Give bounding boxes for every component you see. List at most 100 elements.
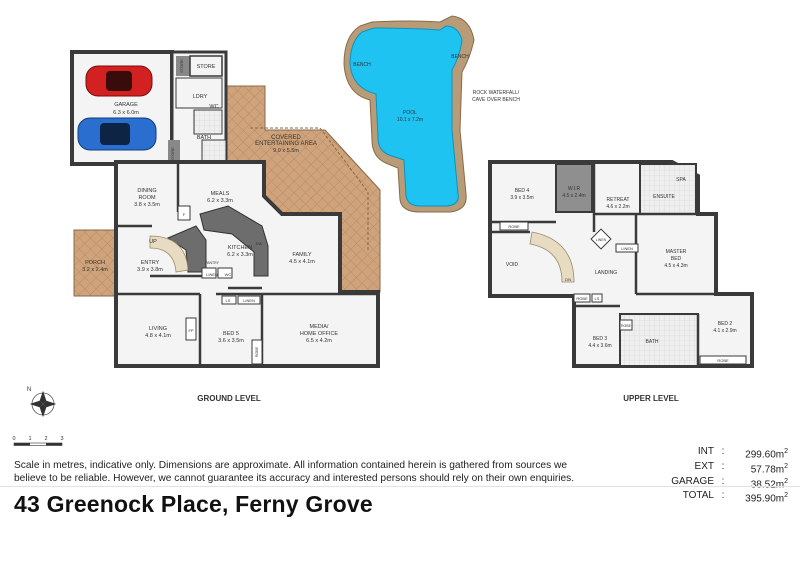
pool-area: BENCH BENCH POOL 10.1 x 7.2m ROCK WATERF…: [343, 15, 520, 213]
area-key: GARAGE: [671, 475, 714, 487]
covered-label: COVERED: [271, 135, 301, 141]
master-label: MASTER: [666, 249, 687, 255]
area-row-total: TOTAL: 395.90m2: [654, 490, 788, 505]
dw-label: DW: [256, 241, 263, 246]
store1-label: STORE: [179, 59, 184, 73]
covered-dim: 9.0 x 5.5m: [273, 148, 299, 154]
area-value: 299.60m2: [745, 448, 788, 461]
upper-level-plan: BED 4 3.9 x 3.5m W.I.R 4.5 x 2.4m RETREA…: [488, 160, 754, 368]
media-label2: HOME OFFICE: [300, 331, 339, 337]
family-label: FAMILY: [292, 252, 311, 258]
wir-room: [555, 163, 593, 213]
meals-label: MEALS: [211, 191, 230, 197]
upper-linen2-label: LINEN: [621, 246, 633, 251]
ground-level-title: GROUND LEVEL: [197, 394, 261, 403]
entry-label: ENTRY: [141, 260, 160, 266]
ground-level-plan: GARAGE 6.3 x 6.0m STORE STORE LDRY WC BA…: [70, 50, 381, 368]
porch-deck: [73, 229, 117, 297]
store2-label: STORE: [197, 64, 216, 70]
area-value: 395.90m2: [745, 492, 788, 505]
stairs-up-label: UP: [149, 239, 157, 245]
dining-label: DINING: [137, 188, 156, 194]
area-key: EXT: [694, 460, 714, 472]
covered-label2: ENTERTAINING AREA: [255, 141, 317, 147]
area-key: INT: [697, 446, 714, 457]
compass-icon: [29, 390, 57, 418]
disclaimer-text: Scale in metres, indicative only. Dimens…: [14, 460, 575, 484]
spa-label: SPA: [676, 177, 686, 183]
fp-label: FP: [188, 328, 193, 333]
bed3-label: BED 3: [593, 336, 608, 342]
garage-dim: 6.3 x 6.0m: [113, 110, 139, 116]
media-dim: 6.5 x 4.2m: [306, 338, 332, 344]
bed5-dim: 3.6 x 3.5m: [218, 338, 244, 344]
bath1-label: BATH: [197, 135, 211, 141]
ensuite-room: [639, 163, 697, 215]
upper-bath-room: [619, 313, 699, 367]
bench1-label: BENCH: [353, 62, 371, 68]
linen1-label: LINEN: [206, 272, 218, 277]
pool-water: [349, 25, 463, 207]
scale-tick-1: 1: [28, 436, 31, 442]
scale-bar: 0 1 2 3: [12, 436, 64, 446]
porch-dim: 3.2 x 2.4m: [82, 267, 108, 273]
bed4-label: BED 4: [515, 188, 530, 194]
store3-label: STORE: [170, 147, 175, 161]
pool-dim: 10.1 x 7.2m: [397, 117, 423, 123]
ensuite-label: ENSUITE: [653, 194, 675, 200]
area-value: 38.52m2: [750, 477, 788, 490]
scale-tick-3: 3: [60, 436, 63, 442]
living-label: LIVING: [149, 326, 167, 332]
car-blue-icon: [77, 117, 157, 151]
kitchen-label: KITCHEN: [228, 245, 252, 251]
upper-robe4-label: ROBE: [717, 358, 729, 363]
ls-label: LS: [226, 298, 231, 303]
scale-tick-2: 2: [44, 436, 47, 442]
compass-north-label: N: [27, 387, 31, 393]
wc2-label: WC: [225, 272, 232, 277]
bench2-label: BENCH: [451, 54, 469, 60]
divider: [0, 486, 800, 487]
retreat-label: RETREAT: [607, 197, 630, 203]
bed2-label: BED 2: [718, 321, 733, 327]
media-label: MEDIA/: [310, 324, 329, 330]
landing-label: LANDING: [595, 270, 617, 276]
master-label2: BED: [671, 256, 682, 262]
floor-plan: GARAGE 6.3 x 6.0m STORE STORE LDRY WC BA…: [12, 15, 754, 446]
void-label: VOID: [506, 262, 519, 268]
upper-robe3-label: ROBE: [621, 324, 632, 328]
property-address: 43 Greenock Place, Ferny Grove: [14, 491, 373, 517]
entry-dim: 3.9 x 3.8m: [137, 267, 163, 273]
area-row-garage: GARAGE: 38.52m2: [654, 476, 788, 491]
upper-ls-label: LS: [595, 296, 600, 301]
garage-label: GARAGE: [114, 102, 138, 108]
porch-label: PORCH: [85, 260, 105, 266]
bed5-label: BED 5: [223, 331, 239, 337]
waterfall-label2: CAVE OVER BENCH: [472, 97, 520, 103]
area-summary: INT: 299.60m2 EXT: 57.78m2 GARAGE: 38.52…: [654, 446, 788, 505]
area-row-ext: EXT: 57.78m2: [654, 461, 788, 476]
master-dim: 4.5 x 4.3m: [664, 263, 687, 269]
scale-tick-0: 0: [12, 436, 15, 442]
car-red-icon: [85, 65, 153, 97]
laundry-label: LDRY: [193, 94, 208, 100]
meals-dim: 6.2 x 3.3m: [207, 198, 233, 204]
wir-dim: 4.5 x 2.4m: [562, 193, 585, 199]
area-row-int: INT: 299.60m2: [654, 446, 788, 461]
bed4-dim: 3.9 x 3.5m: [510, 195, 533, 201]
upper-robe2-label: ROBE: [576, 296, 588, 301]
dining-dim: 3.8 x 3.5m: [134, 202, 160, 208]
linen2-label: LINEN: [243, 298, 255, 303]
waterfall-label: ROCK WATERFALL/: [473, 90, 520, 96]
area-key: TOTAL: [682, 490, 714, 502]
upper-robe1-label: ROBE: [508, 224, 520, 229]
living-dim: 4.8 x 4.1m: [145, 333, 171, 339]
robe-label: ROBE: [255, 346, 259, 357]
area-value: 57.78m2: [750, 462, 788, 476]
pantry-label: PANTRY: [205, 261, 220, 265]
family-dim: 4.5 x 4.1m: [289, 259, 315, 265]
bed3-dim: 4.4 x 3.6m: [588, 343, 611, 349]
bed2-dim: 4.1 x 2.9m: [713, 328, 736, 334]
fridge-label: F: [183, 212, 186, 217]
pool-label: POOL: [403, 110, 417, 116]
